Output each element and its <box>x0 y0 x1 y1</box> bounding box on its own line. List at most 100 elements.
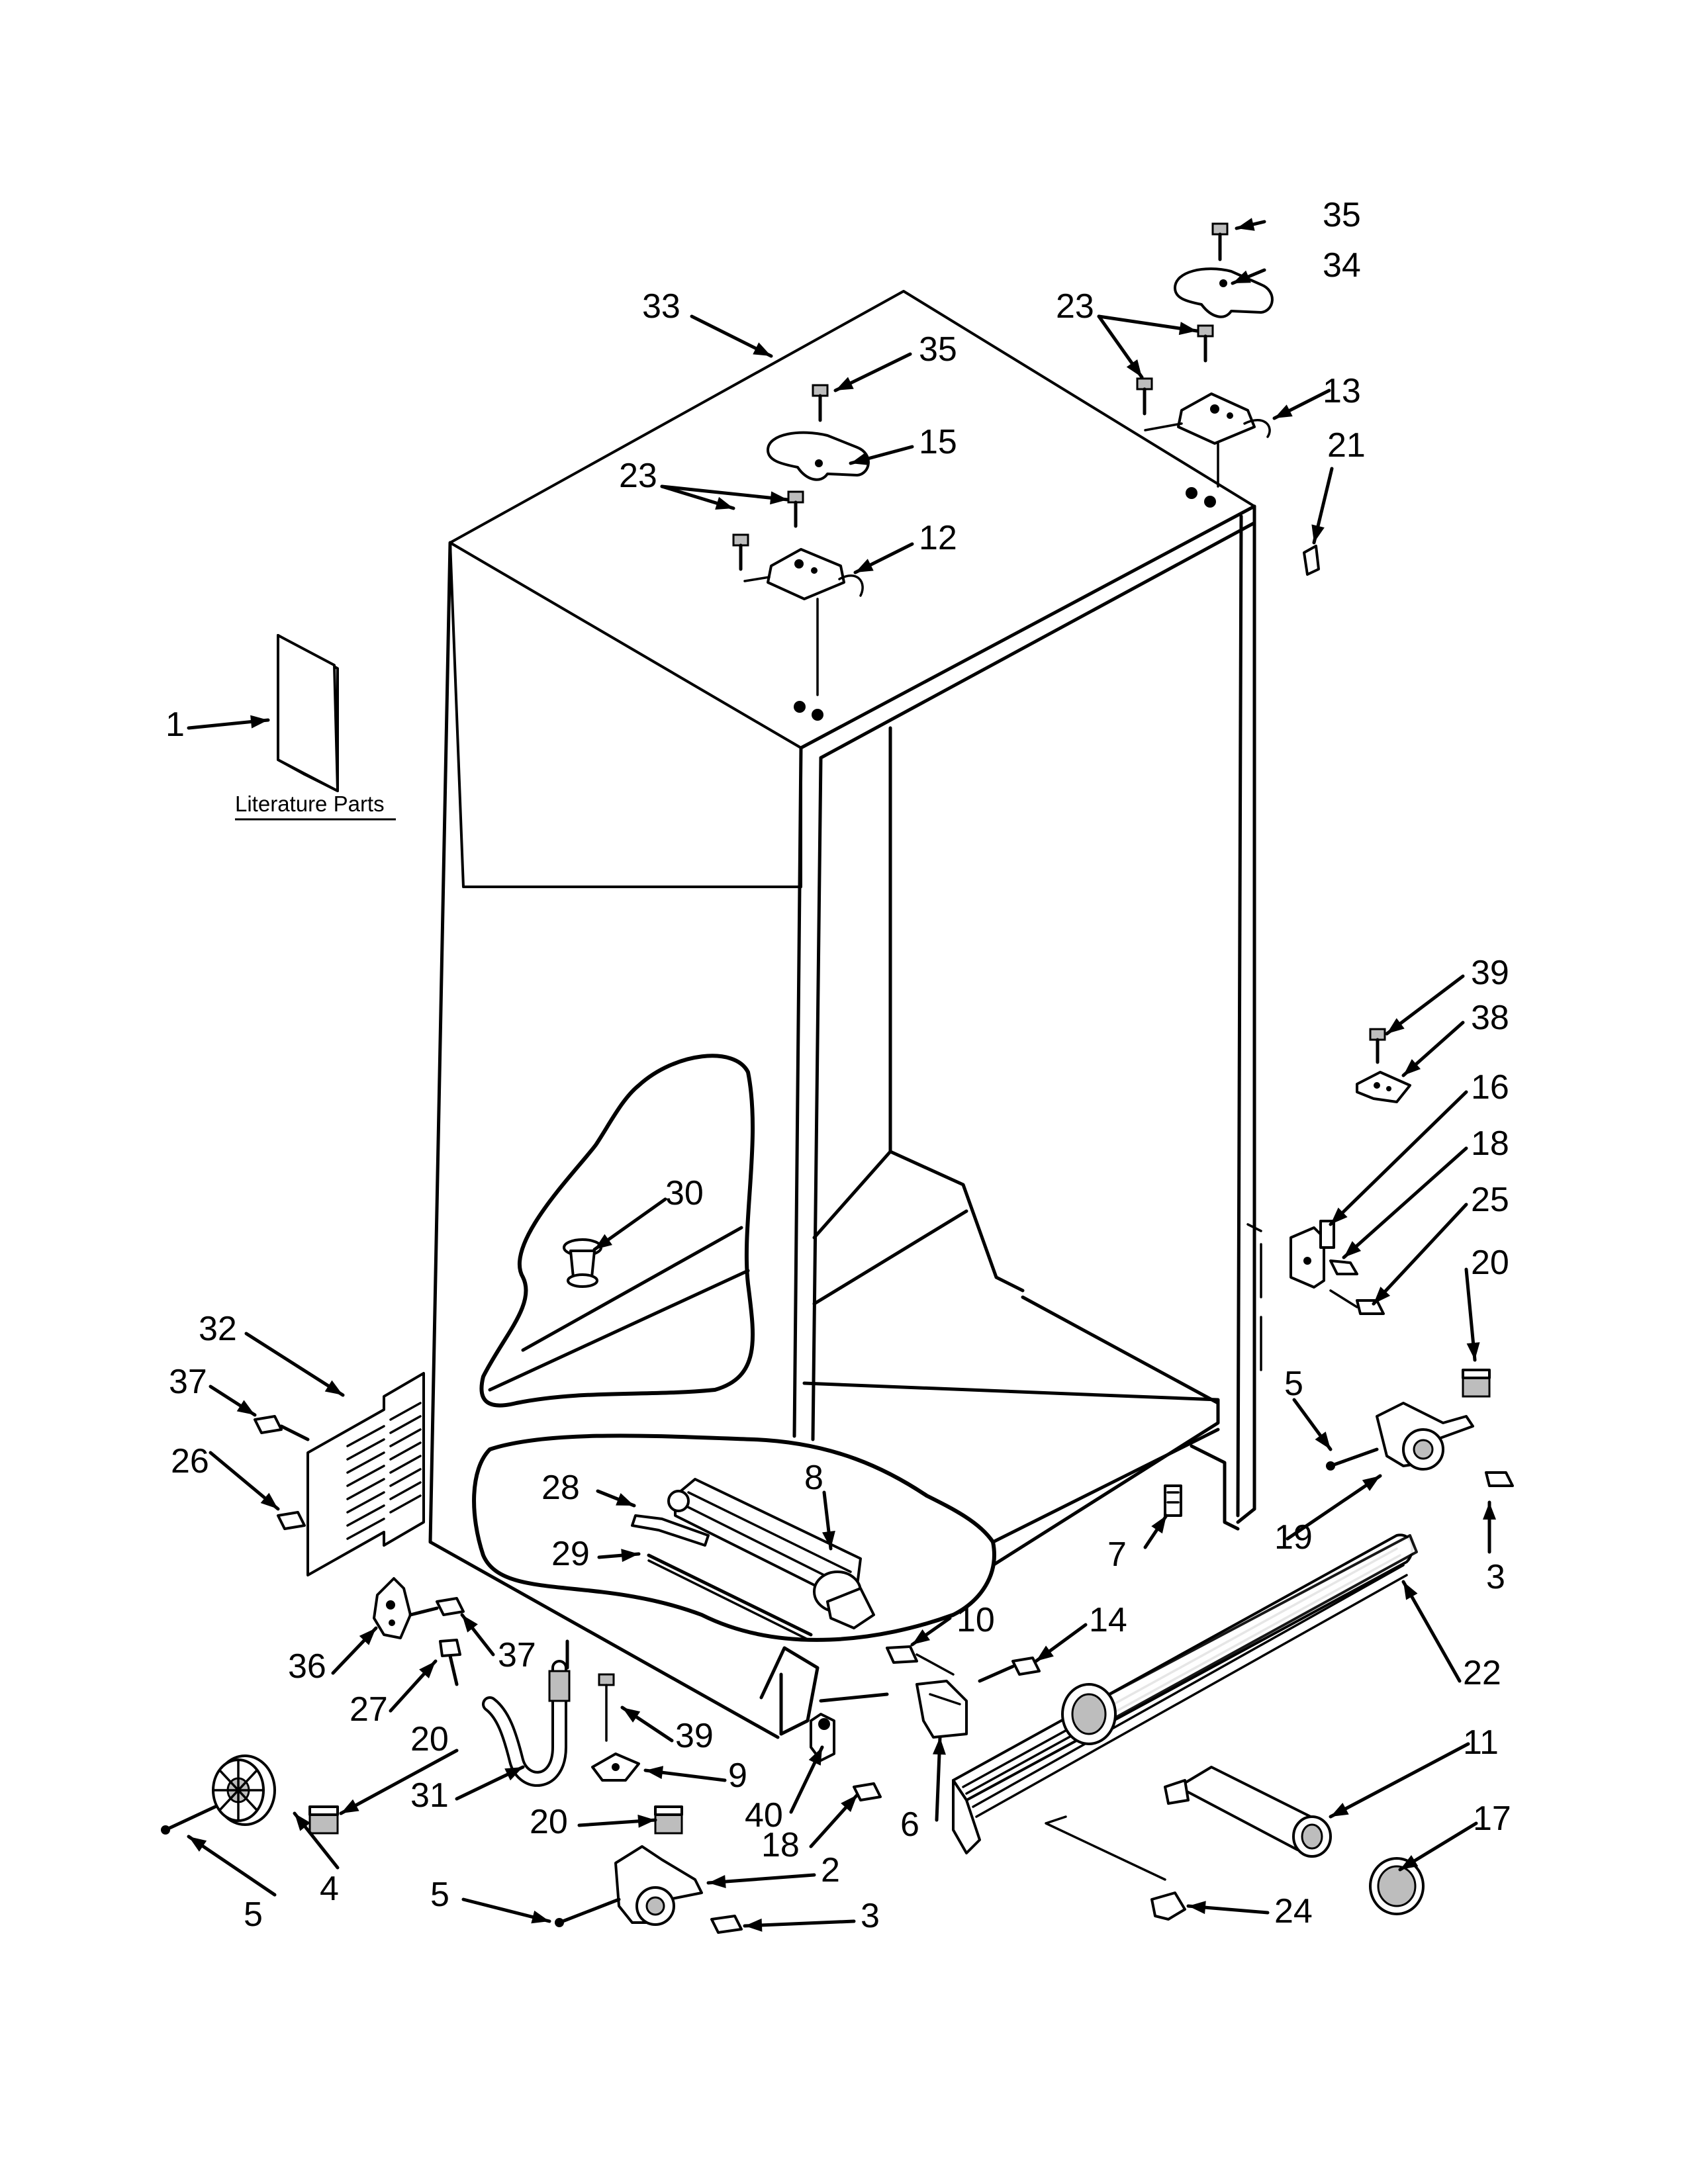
arrowhead <box>1403 1582 1418 1600</box>
clip-40 <box>810 1713 835 1762</box>
callout-14: 14 <box>1089 1601 1127 1639</box>
literature-booklet <box>277 634 339 792</box>
arrowhead <box>822 1531 835 1549</box>
callout-29: 29 <box>551 1535 590 1573</box>
arrowhead <box>1483 1502 1496 1520</box>
callout-17: 17 <box>1473 1799 1511 1838</box>
screw-37-left <box>254 1415 310 1441</box>
arrowhead <box>1331 1803 1349 1817</box>
arrowhead <box>770 491 788 505</box>
callout-18-right: 18 <box>1471 1124 1509 1163</box>
filter-cap-17 <box>1369 1857 1425 1915</box>
bracket-16 <box>1289 1220 1335 1289</box>
arrowhead <box>932 1737 946 1755</box>
arrowhead <box>462 1615 478 1633</box>
arrowhead <box>708 1875 726 1889</box>
arrowhead <box>1178 322 1197 336</box>
callout-30: 30 <box>665 1174 704 1212</box>
arrowhead <box>295 1813 310 1831</box>
wheel-4 <box>212 1754 276 1826</box>
arrowhead <box>189 1837 207 1852</box>
pad-20-center <box>654 1805 683 1835</box>
arrowhead <box>835 377 854 390</box>
leader-line <box>1372 1203 1468 1306</box>
callout-35-right: 35 <box>1323 196 1361 234</box>
leader-line <box>743 1919 856 1928</box>
water-filter-11 <box>1164 1766 1332 1858</box>
arrowhead <box>1188 1901 1206 1915</box>
arrowhead <box>531 1910 549 1924</box>
arrowhead <box>1466 1342 1480 1360</box>
drain-assembly-8 <box>667 1478 875 1629</box>
arrowhead <box>855 559 874 572</box>
screw-3-right <box>1485 1471 1514 1487</box>
callout-22: 22 <box>1463 1654 1501 1692</box>
callout-4: 4 <box>320 1870 339 1908</box>
callout-37-left: 37 <box>169 1363 207 1401</box>
tube-29 <box>647 1553 813 1641</box>
callout-6: 6 <box>900 1805 919 1844</box>
hinge-cover-left <box>767 431 870 481</box>
callout-8: 8 <box>804 1459 823 1497</box>
screw-25 <box>1329 1289 1385 1315</box>
hinge-left-upper <box>743 548 864 696</box>
screw-23-left-b <box>732 533 749 571</box>
callout-labels: 1 2 3 3 4 5 5 5 6 7 8 9 10 11 12 13 14 1… <box>165 196 1511 1935</box>
arrowhead <box>715 496 733 510</box>
filter-bracket-24 <box>1045 1815 1186 1921</box>
drain-cup-30 <box>563 1238 602 1288</box>
bracket-36 <box>373 1577 412 1639</box>
callout-24: 24 <box>1274 1892 1313 1931</box>
screw-23-right-b <box>1136 377 1153 416</box>
heater-28 <box>631 1514 710 1547</box>
arrowhead <box>841 1795 857 1813</box>
callout-33: 33 <box>642 287 680 326</box>
arrowhead <box>1126 359 1142 377</box>
callout-23-left: 23 <box>619 457 657 495</box>
callout-23-right: 23 <box>1056 287 1094 326</box>
arrowhead <box>645 1766 664 1780</box>
leader-line <box>244 1332 345 1397</box>
leader-line <box>706 1873 816 1885</box>
callout-35-left: 35 <box>919 330 957 369</box>
callout-26: 26 <box>171 1442 209 1480</box>
screw-39-right <box>1369 1028 1386 1064</box>
leader-line <box>187 1835 277 1897</box>
callout-36: 36 <box>288 1647 326 1686</box>
arrowhead <box>359 1628 376 1645</box>
arrowhead <box>260 1492 278 1509</box>
arrowhead <box>250 715 268 729</box>
leader-line <box>1329 1090 1468 1226</box>
screw-39-lower <box>598 1673 615 1742</box>
screw-3-lower <box>710 1915 743 1934</box>
screw-14 <box>978 1657 1041 1683</box>
arrowhead <box>1233 270 1251 283</box>
bracket-38 <box>1356 1071 1411 1103</box>
screw-23-left-a <box>787 490 804 528</box>
screw-26 <box>277 1511 306 1530</box>
cutaway-upper <box>479 1054 755 1408</box>
screw-18-right <box>1329 1259 1358 1275</box>
shim-21 <box>1303 545 1320 576</box>
hinge-cover-screw-top-left <box>812 384 829 422</box>
cabinet-assembly <box>428 290 1262 1739</box>
arrowhead <box>745 1918 763 1932</box>
arrowhead <box>419 1661 436 1678</box>
callout-5-lower: 5 <box>430 1876 449 1914</box>
bracket-6 <box>915 1680 968 1739</box>
arrowhead <box>1403 1059 1421 1075</box>
arrowhead <box>341 1799 359 1813</box>
arrowhead <box>594 1234 612 1250</box>
arrowhead <box>912 1629 931 1645</box>
callout-3-lower: 3 <box>861 1897 880 1935</box>
arrowhead <box>616 1493 634 1506</box>
callout-19: 19 <box>1274 1518 1313 1557</box>
arrowhead <box>504 1767 523 1781</box>
screw-27 <box>439 1639 461 1686</box>
callout-leader-lines <box>187 218 1496 1932</box>
callout-21: 21 <box>1327 426 1366 465</box>
literature-parts-label: Literature Parts <box>235 792 385 816</box>
callout-39-lower: 39 <box>675 1717 714 1755</box>
callout-32: 32 <box>199 1310 237 1348</box>
